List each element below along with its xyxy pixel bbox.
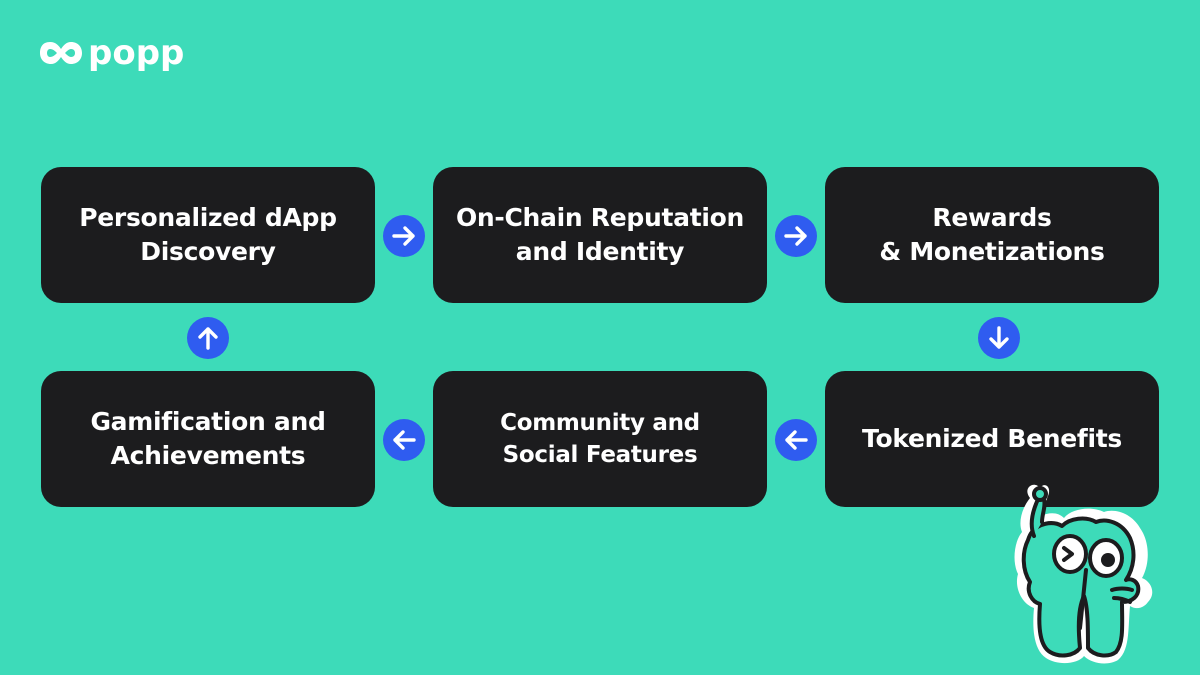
flow-step-label: Rewards & Monetizations	[879, 203, 1105, 266]
infinity-loop-icon	[40, 42, 82, 64]
flow-step-label: On-Chain Reputation and Identity	[455, 203, 745, 266]
flow-step-personalized-discovery: Personalized dApp Discovery	[41, 167, 375, 303]
flow-step-rewards: Rewards & Monetizations	[825, 167, 1159, 303]
brand-name: popp	[88, 33, 185, 73]
flow-step-label: Community and Social Features	[500, 410, 700, 468]
flow-step-tokenized-benefits: Tokenized Benefits	[825, 371, 1159, 507]
arrow-left-icon	[383, 419, 425, 461]
brand-logo: popp	[38, 36, 184, 70]
arrow-down-icon	[978, 317, 1020, 359]
flow-step-reputation-identity: On-Chain Reputation and Identity	[433, 167, 767, 303]
mascot-character-icon	[1014, 484, 1153, 664]
flow-step-community: Community and Social Features	[433, 371, 767, 507]
arrow-right-icon	[775, 215, 817, 257]
arrow-left-icon	[775, 419, 817, 461]
arrow-right-icon	[383, 215, 425, 257]
flow-step-gamification: Gamification and Achievements	[41, 371, 375, 507]
flow-step-label: Tokenized Benefits	[862, 424, 1122, 453]
flow-step-label: Personalized dApp Discovery	[79, 203, 337, 266]
flow-step-label: Gamification and Achievements	[90, 407, 326, 470]
arrow-up-icon	[187, 317, 229, 359]
